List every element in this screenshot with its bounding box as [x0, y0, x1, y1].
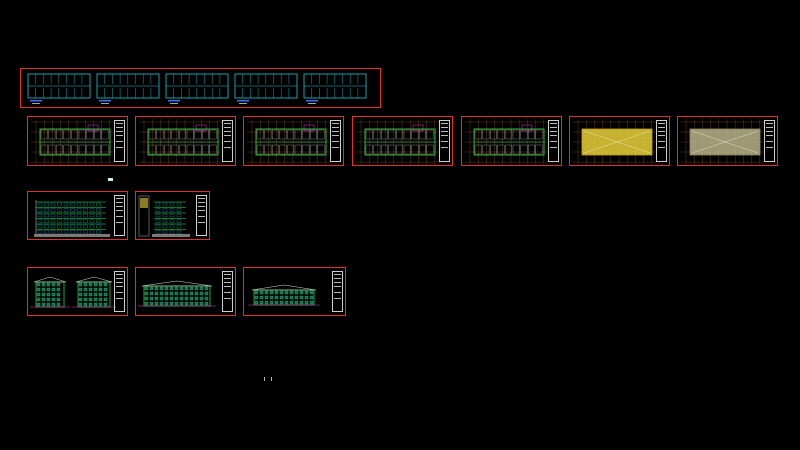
ground-plan-2 [96, 73, 160, 104]
floor-plan-1-drawing [31, 119, 115, 165]
title-block [114, 195, 125, 236]
roof-plan-2-drawing [681, 119, 765, 165]
ground-plan-4 [234, 73, 298, 104]
ground-plans-sheet[interactable] [20, 68, 381, 108]
floor-plan-sheet-2[interactable] [135, 116, 236, 166]
floor-plan-5-drawing [465, 119, 549, 165]
title-block [764, 120, 775, 162]
section-sheet-1[interactable] [27, 191, 128, 240]
ground-plan-3 [165, 73, 229, 104]
floor-plan-4-drawing [356, 119, 440, 165]
section-1-drawing [34, 200, 110, 237]
floor-plan-sheet-4[interactable] [352, 116, 453, 166]
roof-plan-sheet-2[interactable] [677, 116, 778, 166]
floor-plan-sheet-5[interactable] [461, 116, 562, 166]
stray-glyph [264, 377, 272, 381]
roof-plan-1-drawing [573, 119, 657, 165]
roof-plan-sheet-1[interactable] [569, 116, 670, 166]
elevation-3-drawing [248, 284, 320, 306]
elevation-sheet-1[interactable] [27, 267, 128, 316]
section-2-drawing [138, 195, 190, 237]
title-block [332, 271, 343, 312]
title-block [114, 120, 125, 162]
elevation-sheet-2[interactable] [135, 267, 236, 316]
title-block [656, 120, 667, 162]
title-block [114, 271, 125, 312]
ground-plans-drawing [27, 73, 367, 104]
title-block [548, 120, 559, 162]
elevation-1-drawing [30, 276, 116, 308]
stray-marker [108, 178, 113, 181]
title-block [439, 120, 450, 162]
elevation-2-drawing [138, 280, 216, 307]
title-block [222, 271, 233, 312]
title-block [330, 120, 341, 162]
floor-plan-2-drawing [139, 119, 223, 165]
floor-plan-sheet-1[interactable] [27, 116, 128, 166]
title-block [222, 120, 233, 162]
title-block [196, 195, 207, 236]
ground-plan-5 [303, 73, 367, 104]
floor-plan-3-drawing [247, 119, 331, 165]
ground-plan-1 [27, 73, 91, 104]
elevation-sheet-3[interactable] [243, 267, 346, 316]
section-sheet-2[interactable] [135, 191, 210, 240]
floor-plan-sheet-3[interactable] [243, 116, 344, 166]
